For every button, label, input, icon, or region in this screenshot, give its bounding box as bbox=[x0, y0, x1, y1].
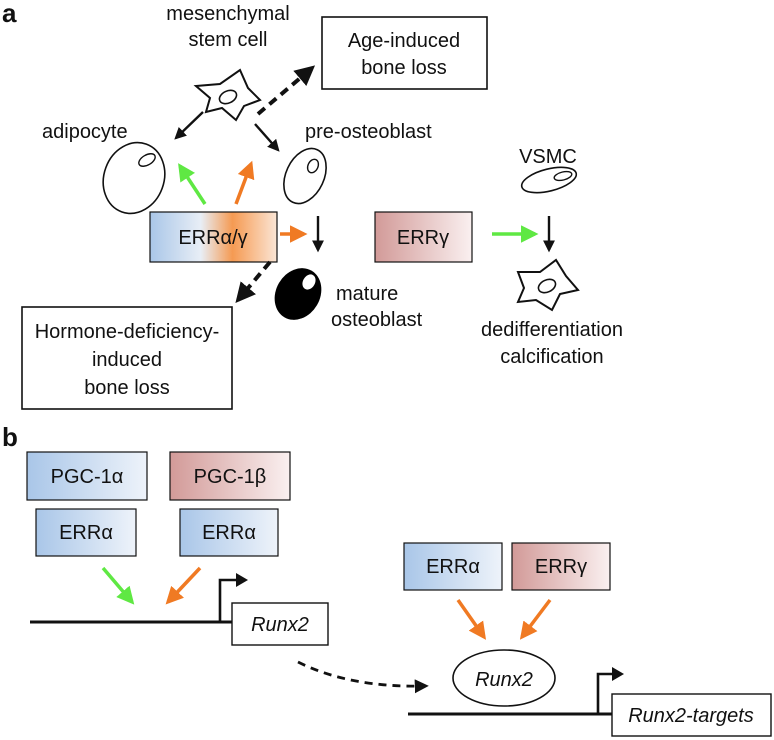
erra-mid-label: ERRα bbox=[202, 522, 256, 544]
msc-label-line2: stem cell bbox=[189, 29, 268, 51]
targets-promoter-arrowhead-icon bbox=[612, 667, 624, 681]
err-gamma-box bbox=[374, 211, 473, 263]
dashed-arrow-to-hormone-loss bbox=[235, 260, 272, 304]
runx2-protein-label: Runx2 bbox=[475, 669, 533, 691]
pgc1b-box bbox=[169, 451, 291, 501]
preosteoblast-cell-shape bbox=[283, 147, 327, 205]
age-box-line2: bone loss bbox=[361, 57, 447, 79]
panel-b-letter: b bbox=[2, 422, 18, 452]
targets-promoter-icon bbox=[596, 672, 612, 714]
hormone-line3: bone loss bbox=[84, 377, 170, 399]
pgc1b-label: PGC-1β bbox=[194, 466, 267, 488]
runx2-gene-box bbox=[231, 602, 329, 646]
errg-right-box bbox=[511, 542, 611, 591]
orange-arrow-errg-to-runx2-protein bbox=[519, 598, 552, 640]
hormone-bone-loss-box bbox=[21, 306, 233, 410]
erra-right-label: ERRα bbox=[426, 556, 480, 578]
hormone-line2: induced bbox=[92, 349, 162, 371]
runx2-promoter-arrowhead-icon bbox=[236, 573, 248, 587]
orange-arrow-pgc1b-to-runx2 bbox=[165, 566, 202, 605]
adipocyte-label: adipocyte bbox=[42, 121, 128, 143]
green-arrow-pgc1a-to-runx2 bbox=[101, 566, 135, 605]
age-box-line1: Age-induced bbox=[348, 30, 460, 52]
hormone-line1: Hormone-deficiency- bbox=[35, 321, 220, 343]
preosteoblast-label: pre-osteoblast bbox=[305, 121, 432, 143]
runx2-targets-box bbox=[611, 693, 772, 737]
msc-label-line1: mesenchymal bbox=[166, 3, 289, 25]
pgc1a-box bbox=[26, 451, 148, 501]
orange-arrow-erra-to-runx2-protein bbox=[456, 598, 487, 640]
dediff-label-line2: calcification bbox=[500, 346, 603, 368]
arrow-msc-to-adipocyte bbox=[174, 111, 204, 140]
vsmc-cell-shape bbox=[520, 166, 578, 194]
panel-a-letter: a bbox=[2, 0, 17, 28]
mature-label-line2: osteoblast bbox=[331, 309, 423, 331]
orange-arrow-err-to-msc-pathway bbox=[234, 160, 255, 205]
age-bone-loss-box bbox=[321, 16, 488, 90]
green-arrow-err-to-adipocyte bbox=[178, 163, 207, 205]
dashed-arrow-msc-to-age-loss bbox=[256, 65, 316, 116]
runx2-promoter-icon bbox=[218, 578, 236, 622]
adipocyte-cell-shape bbox=[102, 141, 166, 215]
vsmc-label: VSMC bbox=[519, 146, 577, 168]
mature-label-line1: mature bbox=[336, 283, 398, 305]
runx2-targets-label: Runx2-targets bbox=[628, 705, 754, 727]
erra-left-label: ERRα bbox=[59, 522, 113, 544]
mature-osteoblast-cell-shape bbox=[274, 268, 322, 320]
dediff-label-line1: dedifferentiation bbox=[481, 319, 623, 341]
errg-right-label: ERRγ bbox=[535, 556, 587, 578]
pgc1a-label: PGC-1α bbox=[51, 466, 124, 488]
arrow-msc-to-preosteoblast bbox=[254, 123, 280, 152]
erra-mid-box bbox=[179, 508, 279, 557]
errg-label: ERRγ bbox=[397, 227, 449, 249]
runx2-gene-label: Runx2 bbox=[251, 614, 309, 636]
err-ag-label: ERRα/γ bbox=[178, 227, 247, 249]
dedifferentiated-cell-shape bbox=[516, 258, 580, 312]
erra-left-box bbox=[35, 508, 137, 557]
runx2-protein-ellipse bbox=[452, 649, 556, 707]
msc-cell-shape bbox=[193, 68, 262, 122]
dashed-arrow-gene-to-protein bbox=[297, 660, 429, 694]
erra-right-box bbox=[403, 542, 503, 591]
err-alpha-gamma-box bbox=[149, 211, 278, 263]
